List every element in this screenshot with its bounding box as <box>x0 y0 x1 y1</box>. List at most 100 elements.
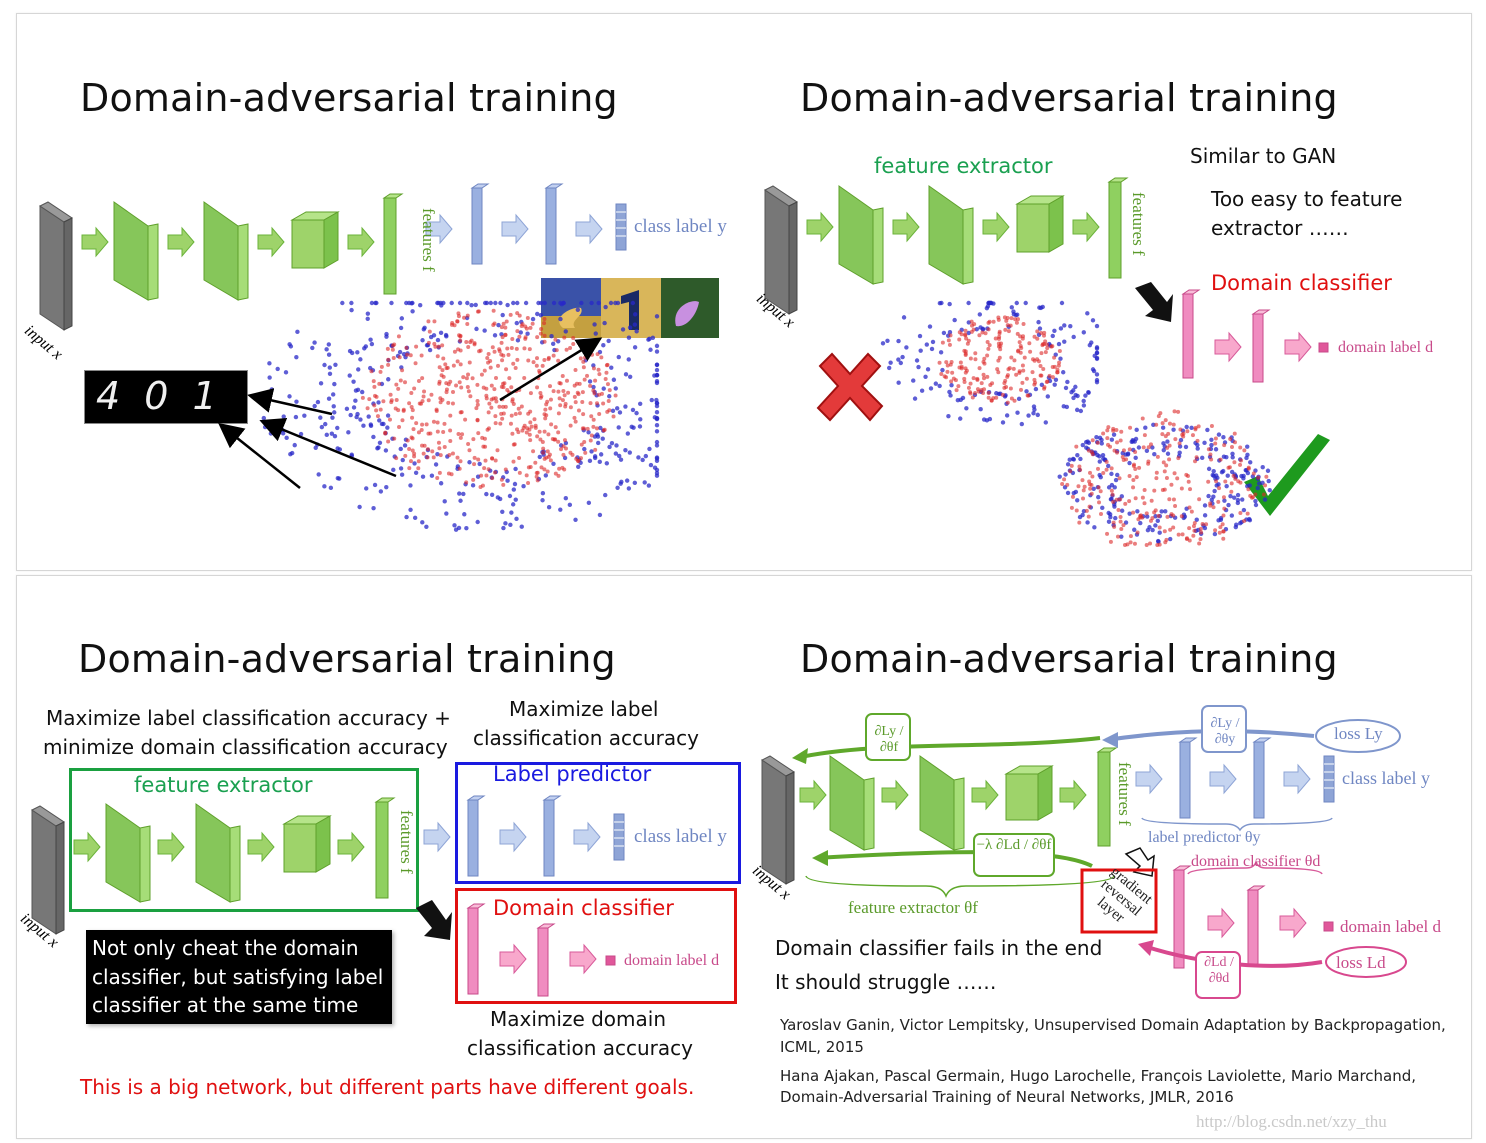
scatter-point-source <box>1075 498 1080 503</box>
scatter-point-source <box>1024 389 1029 394</box>
scatter-point-source <box>1202 513 1208 518</box>
scatter-point-source <box>925 367 931 372</box>
scatter-point-target <box>1050 375 1055 380</box>
scatter-point-source <box>1073 384 1078 390</box>
scatter-point-target <box>1144 511 1149 516</box>
scatter-point-target <box>515 311 520 316</box>
scatter-point-source <box>442 499 447 504</box>
scatter-point-target <box>400 368 405 373</box>
scatter-point-target <box>523 336 528 341</box>
scatter-point-target <box>962 376 967 381</box>
scatter-point-source <box>1100 452 1106 458</box>
scatter-point-source <box>654 349 660 354</box>
scatter-point-source <box>596 300 601 306</box>
scatter-point-source <box>916 364 921 370</box>
scatter-point-target <box>1019 345 1024 350</box>
scatter-point-target <box>466 442 471 447</box>
scatter-point-source <box>551 300 557 306</box>
scatter-point-source <box>1099 441 1104 446</box>
scatter-point-target <box>504 319 509 324</box>
scatter-point-target <box>498 421 503 426</box>
scatter-point-target <box>1171 525 1176 530</box>
scatter-point-source <box>924 342 930 347</box>
scatter-point-source <box>322 484 327 489</box>
scatter-point-target <box>982 376 987 381</box>
scatter-point-source <box>952 317 957 323</box>
scatter-point-target <box>509 345 514 350</box>
scatter-point-target <box>463 417 468 422</box>
scatter-point-source <box>1241 473 1246 479</box>
scatter-point-target <box>446 382 451 387</box>
scatter-point-source <box>654 458 660 463</box>
scatter-point-target <box>1223 479 1228 484</box>
scatter-point-source <box>475 519 480 525</box>
scatter-point-source <box>542 300 547 306</box>
scatter-point-target <box>535 335 540 340</box>
scatter-point-target <box>517 470 522 475</box>
scatter-point-target <box>1142 433 1147 438</box>
scatter-point-target <box>970 395 975 400</box>
scatter-point-source <box>896 338 901 344</box>
scatter-point-source <box>646 483 652 488</box>
scatter-point-source <box>575 307 581 312</box>
scatter-point-source <box>1045 394 1051 399</box>
scatter-point-target <box>591 388 596 393</box>
scatter-point-target <box>412 386 417 391</box>
scatter-point-target <box>1184 472 1189 477</box>
scatter-point-target <box>591 417 596 422</box>
scatter-point-source <box>640 457 645 463</box>
scatter-point-target <box>419 427 424 432</box>
scatter-point-source <box>457 491 462 496</box>
scatter-point-target <box>1152 510 1157 515</box>
scatter-point-source <box>515 300 520 306</box>
scatter-point-target <box>446 400 451 405</box>
scatter-point-source <box>327 371 333 376</box>
scatter-point-source <box>1106 485 1112 490</box>
reference-1-line2: ICML, 2015 <box>780 1038 864 1056</box>
arrow-7 <box>575 213 603 245</box>
scatter-point-target <box>397 355 402 360</box>
scatter-point-source <box>1153 514 1158 519</box>
scatter-point-source <box>626 486 632 491</box>
scatter-point-source <box>1092 525 1097 530</box>
scatter-point-target <box>1140 416 1145 421</box>
scatter-point-target <box>1014 320 1019 325</box>
scatter-point-source <box>1232 495 1237 500</box>
scatter-point-target <box>1132 541 1137 546</box>
scatter-point-source <box>611 377 617 382</box>
scatter-point-target <box>1245 511 1250 516</box>
scatter-point-source <box>348 412 353 418</box>
scatter-point-target <box>393 406 398 411</box>
scatter-point-target <box>577 381 582 386</box>
struggle-text: It should struggle …… <box>775 970 997 994</box>
scatter-point-target <box>535 470 540 475</box>
features-label-tr: features f <box>1129 192 1148 256</box>
scatter-point-source <box>603 492 608 498</box>
scatter-point-target <box>497 347 502 352</box>
scatter-point-target <box>1128 425 1133 430</box>
scatter-point-source <box>1015 410 1020 415</box>
scatter-point-source <box>647 336 652 342</box>
scatter-point-target <box>981 372 986 377</box>
scatter-point-target <box>475 417 480 422</box>
feature-extractor-label-bl: feature extractor <box>134 773 313 797</box>
scatter-point-target <box>1229 489 1234 494</box>
scatter-point-target <box>1221 536 1226 541</box>
scatter-point-source <box>1136 445 1142 450</box>
scatter-point-source <box>1068 323 1073 329</box>
scatter-point-target <box>1200 522 1205 527</box>
scatter-point-source <box>1032 407 1037 412</box>
scatter-point-target <box>367 397 372 402</box>
scatter-point-target <box>561 389 566 394</box>
scatter-point-target <box>1131 510 1136 515</box>
scatter-point-target <box>1158 411 1163 416</box>
scatter-point-source <box>1160 425 1166 430</box>
scatter-point-source <box>1075 452 1080 458</box>
scatter-point-source <box>1150 445 1155 450</box>
scatter-point-source <box>402 443 408 448</box>
scatter-point-source <box>400 457 405 463</box>
scatter-point-source <box>654 415 660 421</box>
black-arrow-tr <box>1135 282 1173 322</box>
scatter-point-target <box>1214 479 1219 484</box>
scatter-point-target <box>410 448 415 453</box>
